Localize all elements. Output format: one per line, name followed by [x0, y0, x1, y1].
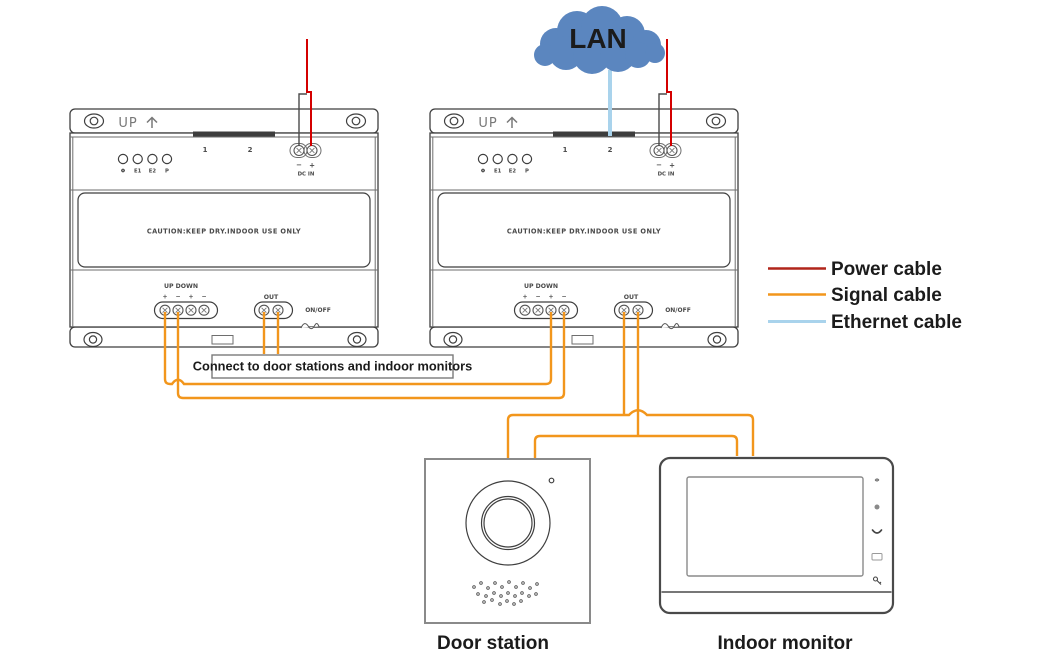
caution-panel — [77, 192, 371, 268]
led-label-p: P — [165, 169, 169, 175]
door-station: Door station — [424, 458, 591, 654]
svg-text:+: + — [162, 294, 167, 301]
camera-lens-ring — [480, 495, 536, 551]
note-box — [211, 354, 454, 379]
mounting-flange-top — [69, 108, 379, 134]
svg-text:−: − — [175, 294, 180, 301]
power-cable-neutral — [298, 93, 667, 146]
svg-text:+: + — [188, 294, 193, 301]
power-cable-live — [306, 39, 672, 146]
legend: Power cable Signal cable Ethernet cable — [768, 259, 962, 333]
ethernet-port-slot — [193, 131, 275, 137]
lan-label: LAN — [569, 23, 627, 54]
flange-slot — [211, 335, 234, 345]
note-box-text: Connect to door stations and indoor moni… — [193, 359, 472, 374]
legend-label-signal: Signal cable — [831, 285, 942, 306]
speaker-grille — [472, 580, 539, 606]
dc-in-terminal-block: − + DC IN — [289, 143, 322, 178]
caution-text: CAUTION:KEEP DRY.INDOOR USE ONLY — [147, 228, 301, 236]
dc-in-label: DC IN — [298, 172, 315, 178]
onoff-label: ON/OFF — [305, 307, 331, 314]
device-body — [69, 132, 379, 328]
updown-link-wire-2 — [176, 312, 566, 400]
monitor-side-buttons: * — [871, 476, 883, 585]
talk-icon — [871, 529, 883, 534]
out-terminal-block — [253, 301, 294, 320]
up-label: UP — [118, 116, 137, 131]
indoor-monitor: * Indoor monitor — [658, 456, 895, 654]
up-arrow-icon — [146, 116, 158, 128]
svg-text:−: − — [201, 294, 206, 301]
camera-ring-outer — [465, 480, 551, 566]
monitor-screen — [686, 476, 864, 577]
legend-label-power: Power cable — [831, 259, 942, 280]
legend-label-ethernet: Ethernet cable — [831, 312, 962, 333]
distributor-1: UP Φ E1 E2 P 1 2 − + DC I — [69, 108, 379, 348]
bus-wire-top — [506, 409, 755, 458]
dc-minus-label: − — [296, 161, 302, 169]
updown-terminal-block — [153, 301, 219, 320]
door-station-body — [424, 458, 591, 624]
distributor-2 — [430, 109, 738, 347]
led-indicators: Φ E1 E2 P — [117, 153, 173, 175]
mute-icon — [874, 504, 880, 510]
out-label: OUT — [264, 294, 279, 301]
updown-label: UP DOWN — [164, 283, 198, 290]
updown-polarity: + − + − — [162, 294, 206, 301]
monitor-icon — [871, 553, 883, 561]
door-station-label: Door station — [437, 633, 549, 654]
signal-wires — [163, 312, 755, 458]
indoor-monitor-label: Indoor monitor — [717, 633, 853, 654]
mic-hole — [548, 477, 555, 484]
port-label-1: 1 — [203, 146, 208, 154]
led-label-e1: E1 — [134, 169, 142, 175]
camera-lens — [483, 498, 533, 548]
port-label-2: 2 — [248, 146, 253, 154]
led-label-e2: E2 — [149, 169, 157, 175]
led-label-power: Φ — [121, 169, 126, 175]
lan-cloud-icon — [534, 6, 665, 74]
unlock-icon — [872, 576, 882, 585]
settings-icon: * — [874, 476, 880, 488]
din-clip — [300, 323, 320, 330]
dc-plus-label: + — [309, 162, 315, 170]
bus-wire-bottom — [533, 434, 739, 458]
updown-link-wire-1 — [163, 312, 553, 386]
screw-hole — [83, 113, 367, 348]
